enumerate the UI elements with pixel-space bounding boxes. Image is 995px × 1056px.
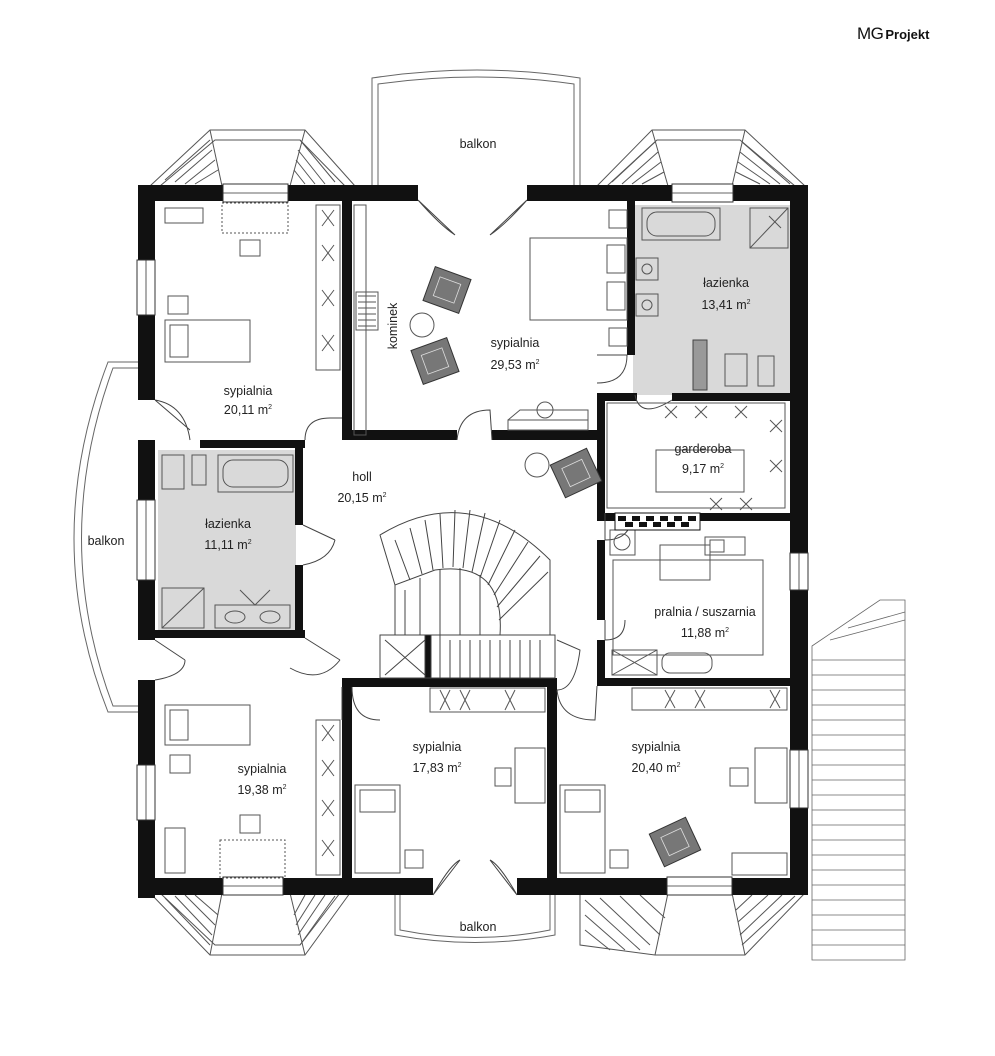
label-lazienka-w: łazienka bbox=[205, 517, 251, 531]
bay-window-se bbox=[579, 892, 806, 956]
label-sypialnia-nw: sypialnia bbox=[224, 384, 273, 398]
roof-east bbox=[811, 599, 906, 961]
area-lazienka-w: 11,11 m2 bbox=[204, 538, 251, 552]
area-holl: 20,15 m2 bbox=[337, 491, 386, 505]
area-sypialnia-sw: 19,38 m2 bbox=[237, 783, 286, 797]
area-lazienka-ne: 13,41 m2 bbox=[701, 298, 750, 312]
label-sypialnia-sw: sypialnia bbox=[238, 762, 287, 776]
exterior-walls bbox=[138, 185, 808, 898]
staircase bbox=[379, 509, 556, 679]
doors bbox=[154, 199, 673, 896]
label-balkon-bottom: balkon bbox=[460, 920, 497, 934]
balcony-bottom bbox=[394, 893, 556, 943]
area-pralnia: 11,88 m2 bbox=[681, 626, 729, 640]
bathroom-w-fill bbox=[158, 450, 296, 630]
bay-window-nw bbox=[149, 129, 356, 187]
balcony-west bbox=[73, 361, 140, 713]
label-pralnia: pralnia / suszarnia bbox=[654, 605, 755, 619]
area-sypialnia-nw: 20,11 m2 bbox=[224, 403, 272, 417]
label-garderoba: garderoba bbox=[675, 442, 732, 456]
label-sypialnia-se: sypialnia bbox=[632, 740, 681, 754]
bay-window-sw bbox=[149, 892, 351, 956]
logo-main: MG bbox=[857, 24, 884, 43]
area-garderoba: 9,17 m2 bbox=[682, 462, 724, 476]
armchair-cushions bbox=[420, 276, 690, 857]
area-sypialnia-se: 20,40 m2 bbox=[631, 761, 680, 775]
label-lazienka-ne: łazienka bbox=[703, 276, 749, 290]
area-sypialnia-s: 17,83 m2 bbox=[412, 761, 461, 775]
label-sypialnia-master: sypialnia bbox=[491, 336, 540, 350]
armchairs bbox=[410, 265, 702, 868]
logo-sub: Projekt bbox=[885, 27, 930, 42]
room-labels: balkon sypialnia 20,11 m2 kominek sypial… bbox=[88, 137, 756, 934]
label-sypialnia-s: sypialnia bbox=[413, 740, 462, 754]
label-balkon-west: balkon bbox=[88, 534, 125, 548]
bathroom-ne-fill bbox=[633, 205, 790, 395]
checker-band bbox=[614, 512, 701, 531]
label-holl: holl bbox=[352, 470, 371, 484]
area-sypialnia-master: 29,53 m2 bbox=[490, 358, 539, 372]
furniture bbox=[161, 202, 789, 879]
label-kominek: kominek bbox=[386, 302, 400, 349]
balcony-top bbox=[371, 69, 581, 185]
label-balkon-top: balkon bbox=[460, 137, 497, 151]
bay-window-ne bbox=[596, 129, 806, 187]
window-glazing bbox=[145, 192, 800, 887]
